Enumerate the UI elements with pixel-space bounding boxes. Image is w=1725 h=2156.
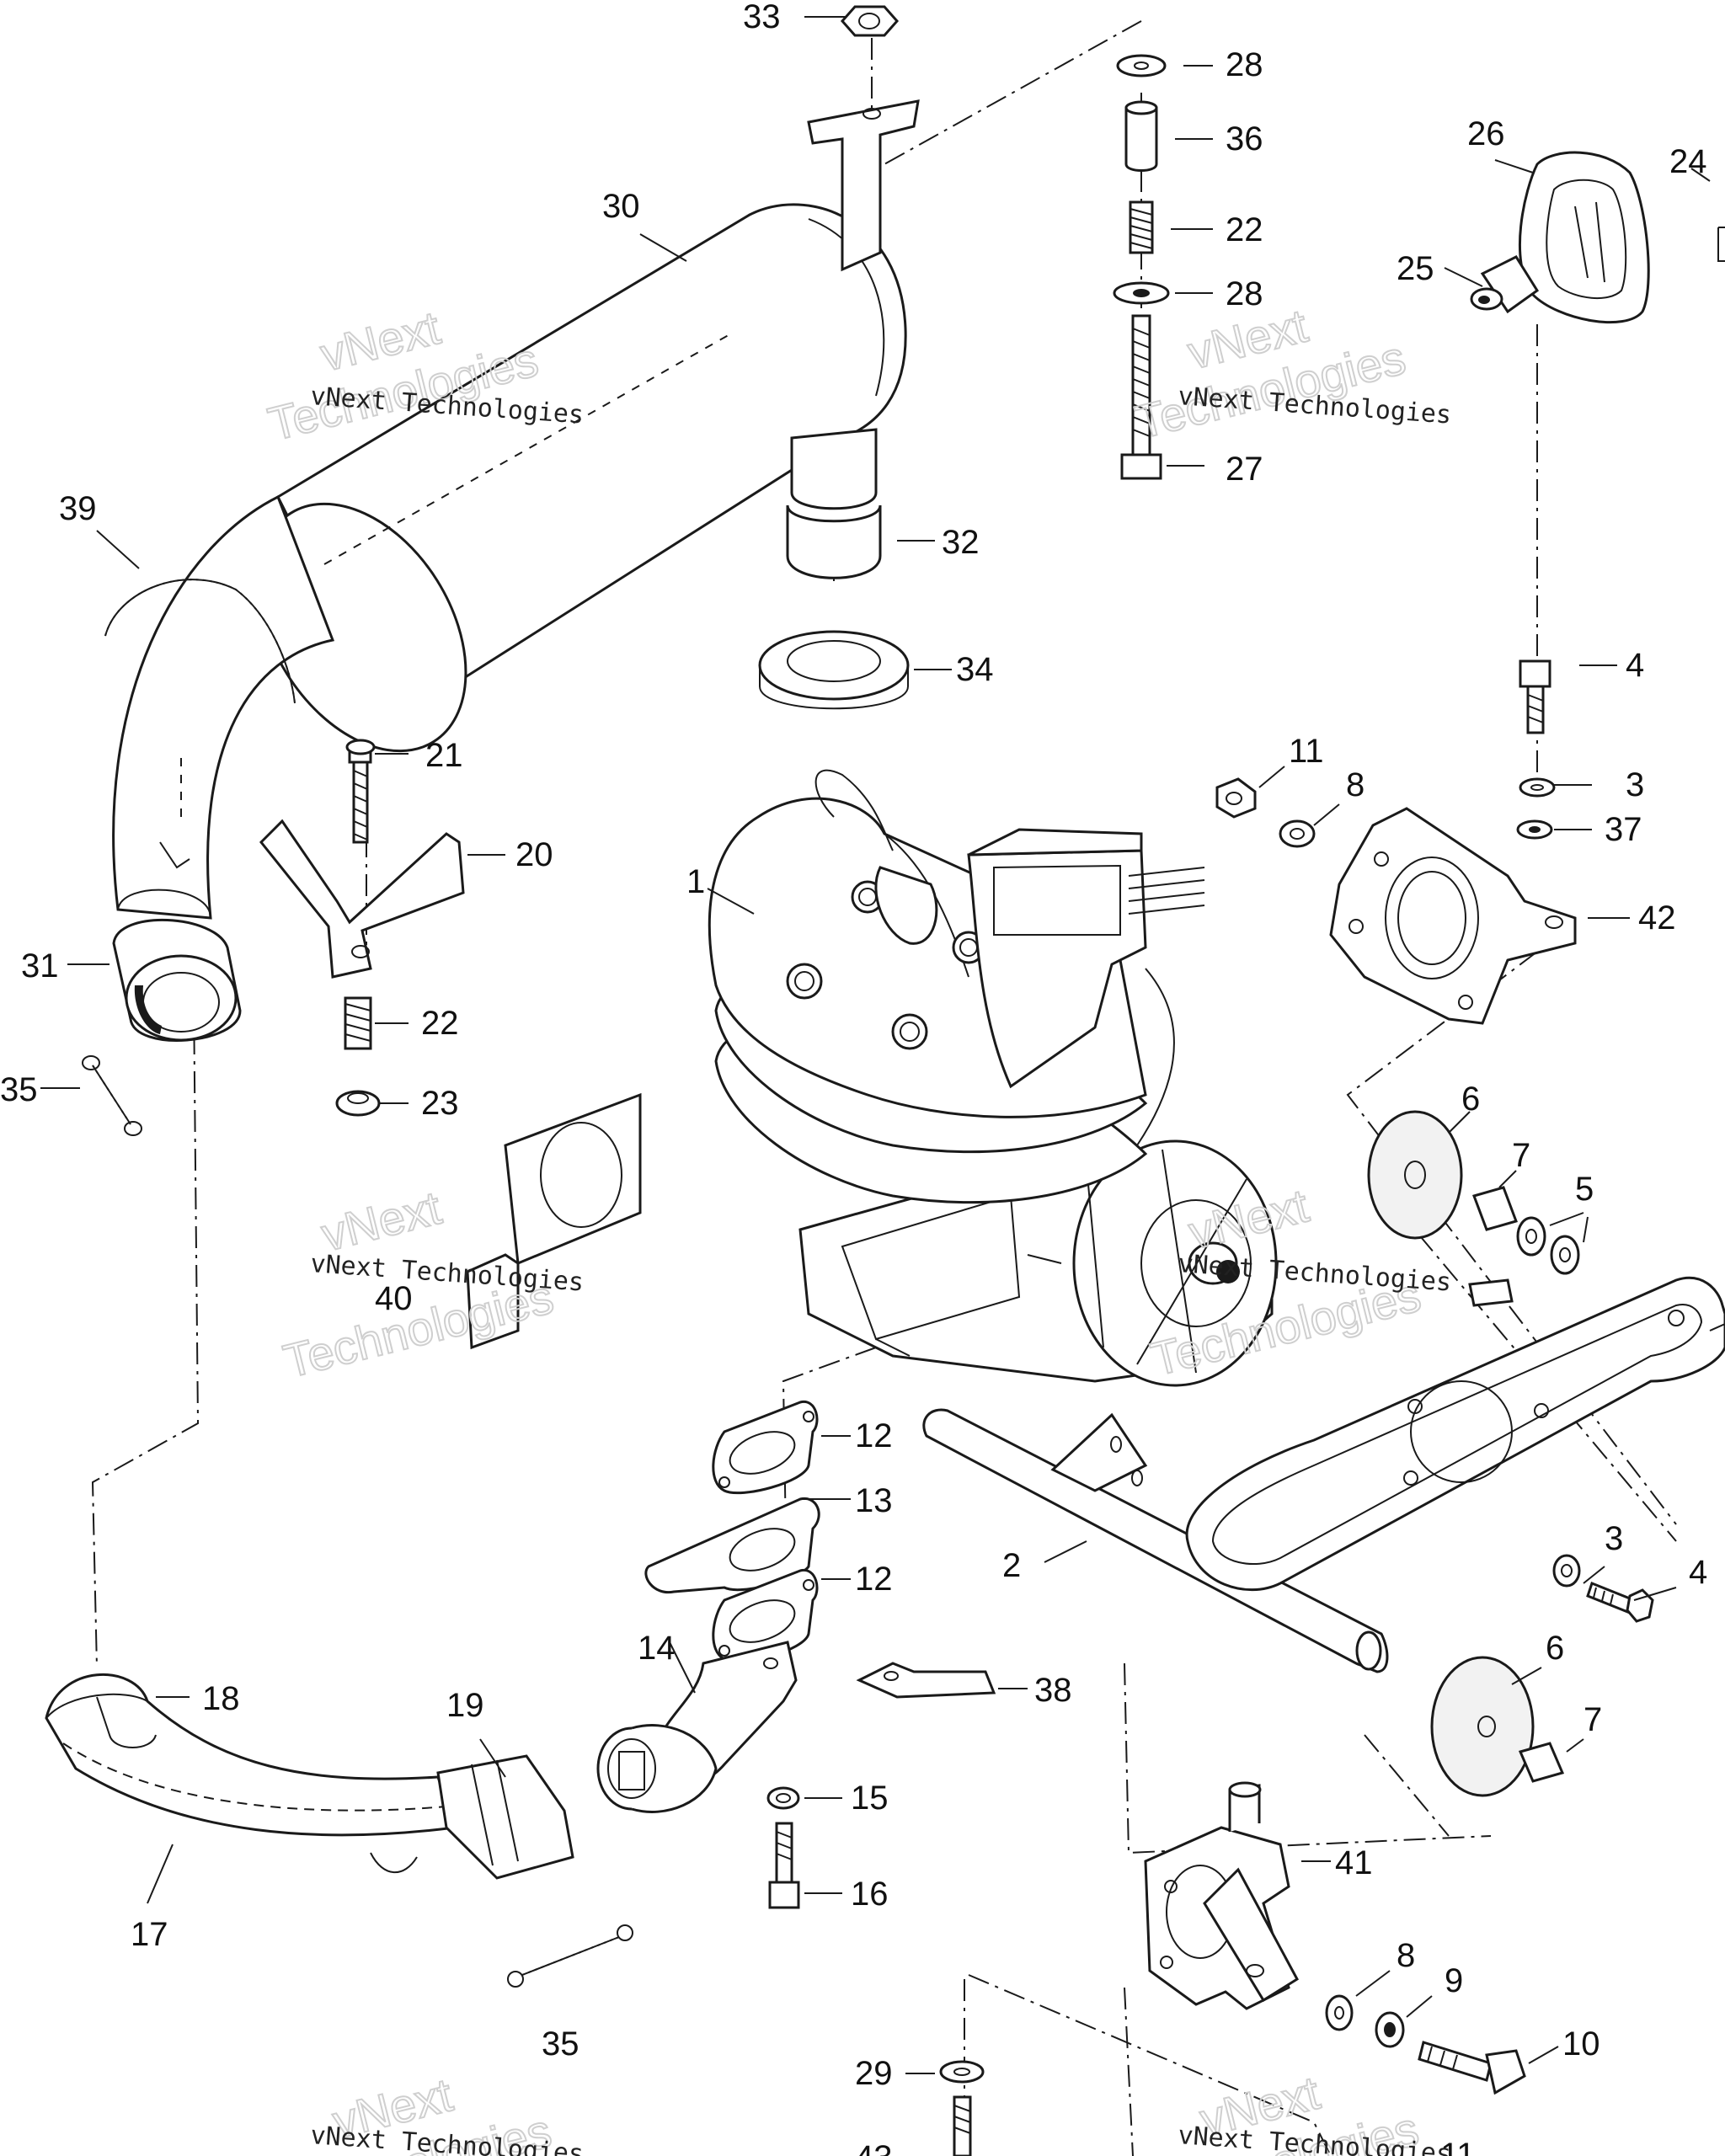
callout-2: 2 <box>1002 1547 1021 1584</box>
callout-26: 26 <box>1467 115 1505 152</box>
callout-17: 17 <box>131 1916 168 1953</box>
callout-22-mid: 22 <box>421 1005 459 1042</box>
callout-12-top: 12 <box>855 1417 893 1454</box>
callout-6-top: 6 <box>1461 1081 1480 1118</box>
callout-35-bottom: 35 <box>542 2025 579 2063</box>
damper-parts-6-7-lower <box>1430 1656 1565 1797</box>
primer-grip-24-25-26 <box>1470 151 1725 324</box>
callout-31: 31 <box>21 947 59 985</box>
callout-40: 40 <box>375 1280 413 1317</box>
engine-part-1 <box>708 769 1278 1387</box>
callout-15: 15 <box>851 1780 889 1817</box>
callout-14: 14 <box>638 1630 676 1667</box>
callout-43: 43 <box>855 2139 893 2156</box>
bolt-4-washer-3-lower <box>1552 1554 1654 1623</box>
callout-4-bottom: 4 <box>1689 1554 1707 1591</box>
callout-33: 33 <box>743 0 781 35</box>
callout-11-bottom: 11 <box>1440 2137 1476 2156</box>
callout-25: 25 <box>1397 250 1434 287</box>
support-bracket-41 <box>1144 1781 1526 2095</box>
exhaust-elbow-14 <box>596 1641 798 1813</box>
callout-27: 27 <box>1226 451 1263 488</box>
exhaust-gaskets-12-13 <box>644 1401 820 1663</box>
callout-8-bottom: 8 <box>1397 1937 1415 1974</box>
callout-6-bottom: 6 <box>1546 1630 1564 1667</box>
heat-shield-40 <box>466 1092 642 1350</box>
bracket-20 <box>259 739 465 1117</box>
washer-29 <box>939 2060 985 2156</box>
callout-3-top: 3 <box>1626 766 1644 803</box>
callout-12-bottom: 12 <box>855 1561 893 1598</box>
callout-30: 30 <box>602 188 640 225</box>
callout-23: 23 <box>421 1085 459 1122</box>
bracket-38 <box>856 1662 996 1699</box>
callout-38: 38 <box>1034 1672 1072 1709</box>
callout-21: 21 <box>425 737 463 774</box>
spring-35-lower <box>507 1924 633 1988</box>
muffler-bracket <box>807 5 920 272</box>
callout-22-top: 22 <box>1226 211 1263 248</box>
callout-39: 39 <box>59 490 97 527</box>
callout-37: 37 <box>1605 811 1642 848</box>
callout-36: 36 <box>1226 120 1263 157</box>
bolt-16-washer-15 <box>766 1786 800 1909</box>
bearing-housing-42 <box>1215 659 1577 1025</box>
watermark-big-word: vNext <box>317 1181 447 1262</box>
callout-20: 20 <box>515 836 553 873</box>
spring-35-upper <box>82 1055 142 1136</box>
callout-29: 29 <box>855 2055 893 2092</box>
callout-41: 41 <box>1335 1844 1373 1881</box>
callout-7-top: 7 <box>1512 1137 1530 1174</box>
exhaust-pipe-31 <box>104 494 335 1042</box>
callout-19: 19 <box>446 1687 484 1724</box>
callout-8-top: 8 <box>1346 766 1365 803</box>
callout-13: 13 <box>855 1482 893 1519</box>
callout-16: 16 <box>851 1876 889 1913</box>
callout-18: 18 <box>202 1680 240 1717</box>
callout-35-top: 35 <box>0 1071 38 1108</box>
engine-mount-plate-2 <box>922 1276 1725 1673</box>
bolt-stack-27-28-36-22 <box>1113 54 1170 480</box>
callout-3-bottom: 3 <box>1605 1520 1623 1557</box>
callout-10: 10 <box>1562 2025 1600 2063</box>
callout-4-top: 4 <box>1626 647 1644 684</box>
callout-32: 32 <box>942 524 980 561</box>
watermark-text: vNext Technologies <box>309 1249 585 1298</box>
callout-28-mid: 28 <box>1226 275 1263 312</box>
callout-42: 42 <box>1638 899 1676 937</box>
callout-34: 34 <box>956 651 994 688</box>
callout-28-top: 28 <box>1226 46 1263 83</box>
damper-parts-6-7-5-upper <box>1367 1110 1580 1275</box>
callout-9: 9 <box>1445 1962 1463 1999</box>
tailpipe-17 <box>45 1673 574 1880</box>
callout-11-top: 11 <box>1289 733 1324 770</box>
leader-lines <box>40 16 1711 2074</box>
muffler-part-30 <box>257 203 910 753</box>
callout-7-bottom: 7 <box>1583 1701 1602 1738</box>
callout-1: 1 <box>686 863 705 900</box>
callout-5: 5 <box>1575 1171 1594 1208</box>
callout-24: 24 <box>1669 143 1707 180</box>
